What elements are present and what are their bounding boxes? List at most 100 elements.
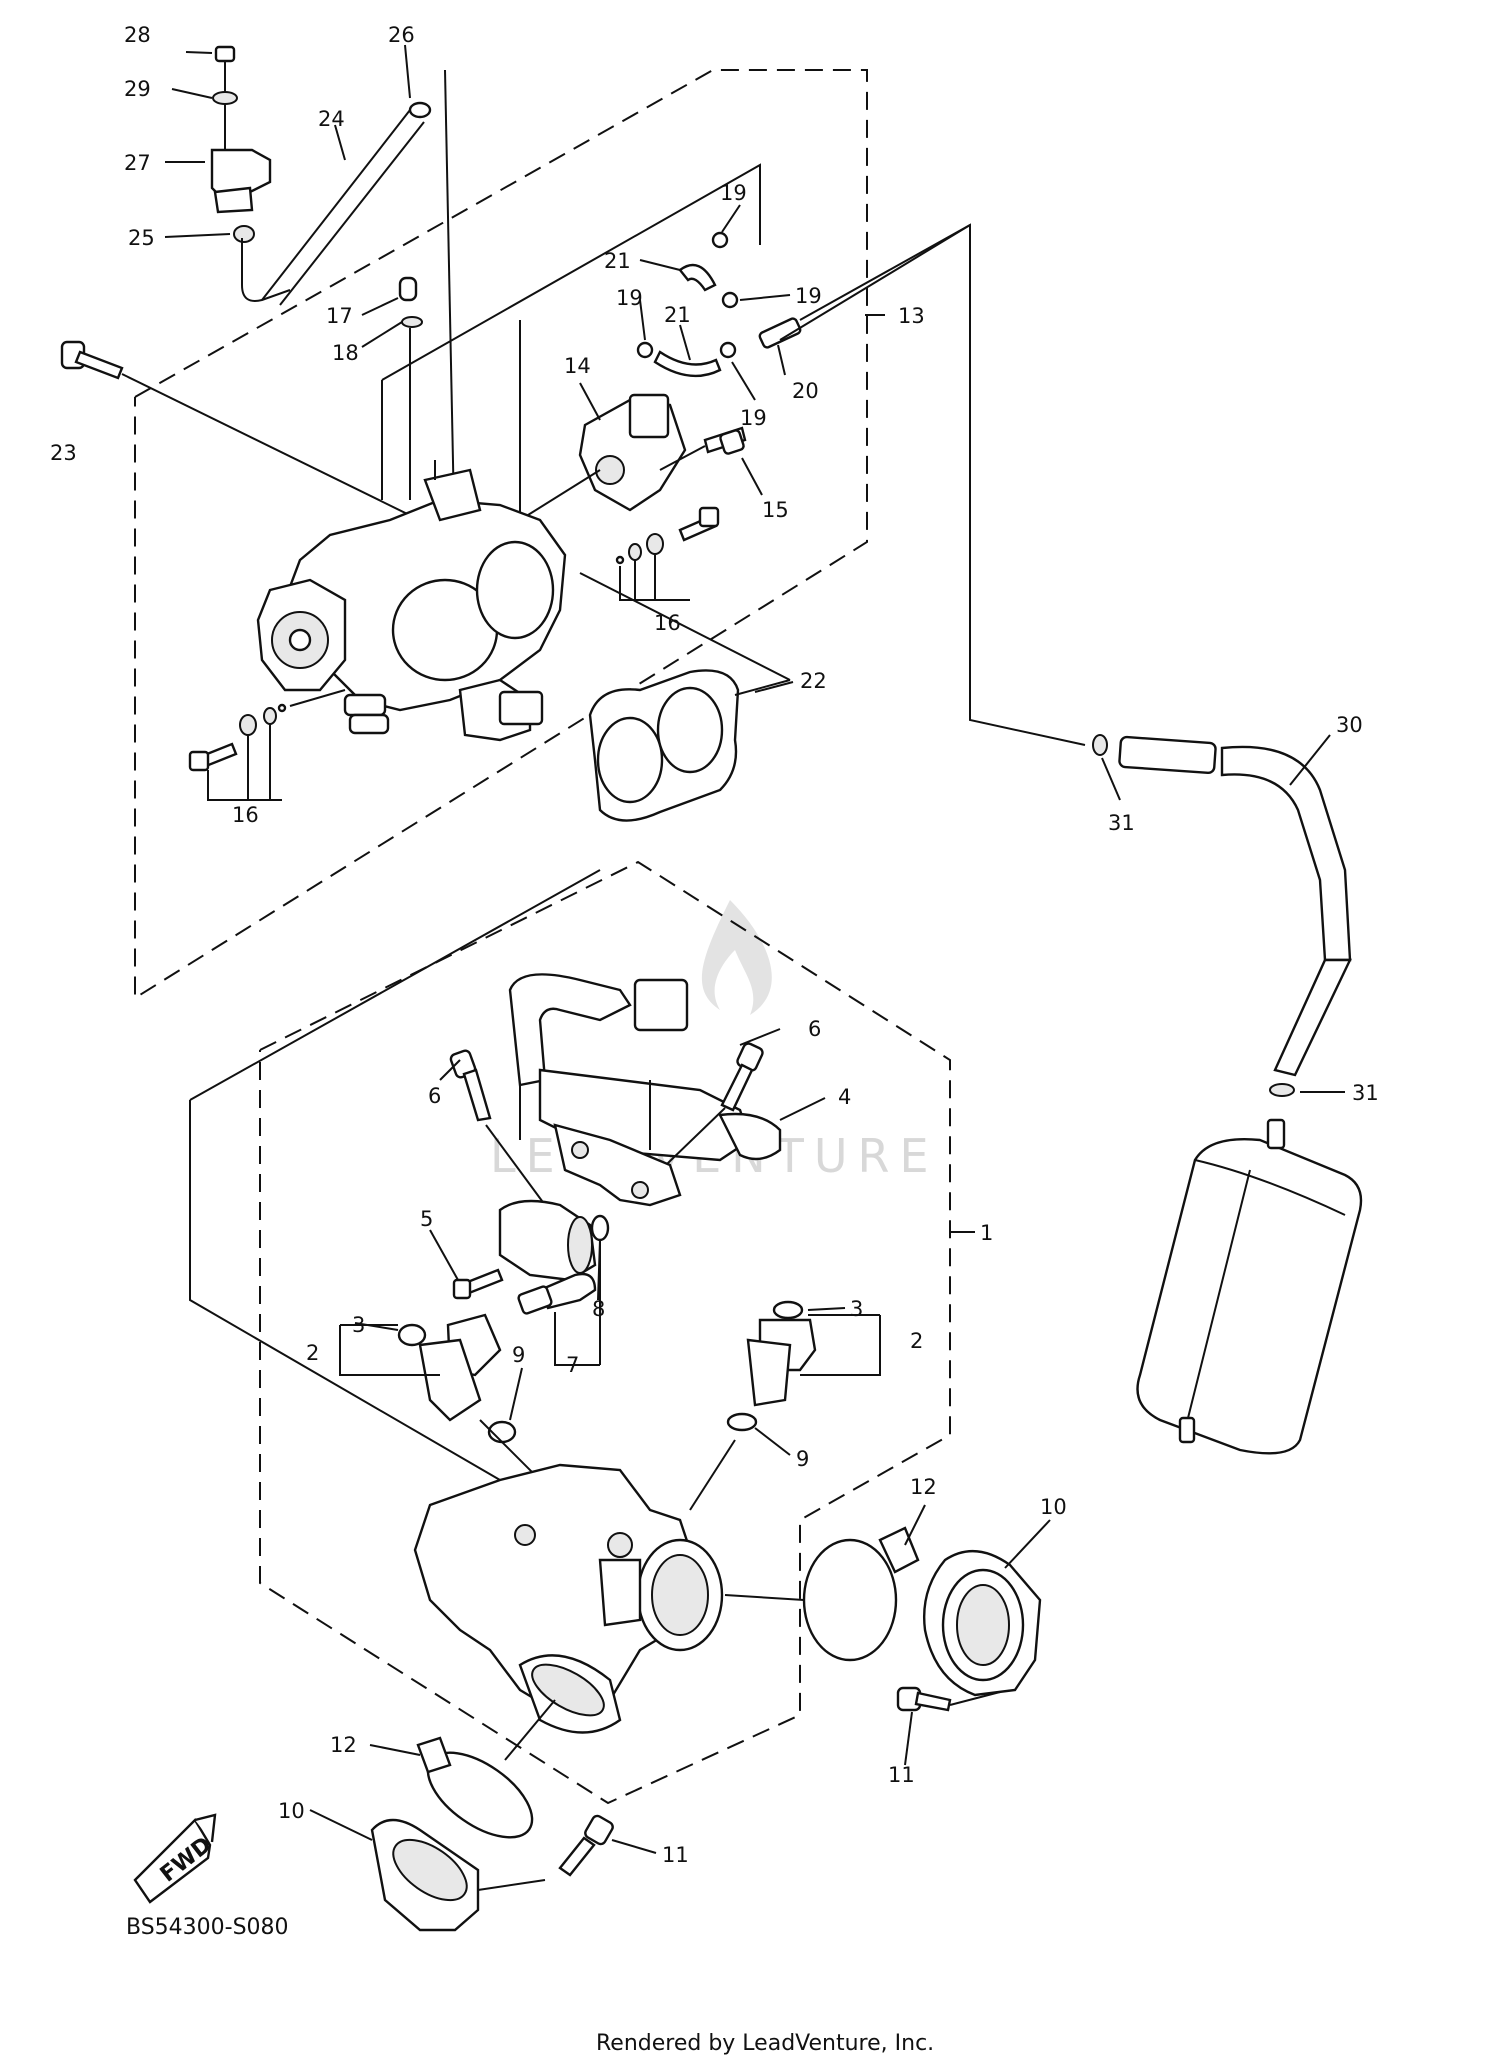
callout-3-b: 3	[850, 1297, 863, 1321]
callout-16-b: 16	[232, 803, 259, 827]
part-19-clip-b	[721, 291, 739, 309]
part-21-hose-upper	[678, 263, 717, 292]
throttle-body	[256, 460, 567, 742]
part-27-sensor-base	[213, 186, 254, 214]
part-23-bolt	[60, 340, 441, 531]
part-31-clip-upper	[1092, 734, 1108, 756]
part-22-gasket	[579, 572, 791, 822]
callout-17: 17	[326, 304, 353, 328]
watermark-flame-icon	[701, 900, 772, 1015]
callout-20: 20	[792, 379, 819, 403]
callout-24: 24	[318, 107, 345, 131]
throttle-bore-right	[475, 540, 555, 640]
manifold-outer-line	[189, 869, 601, 1101]
part-21-hose-lower	[653, 350, 722, 378]
part-18-clip	[401, 316, 423, 328]
callout-1: 1	[980, 1221, 993, 1245]
part-29-washer	[212, 91, 238, 105]
callout-27: 27	[124, 151, 151, 175]
callout-16-a: 16	[654, 611, 681, 635]
callout-18: 18	[332, 341, 359, 365]
callout-19-b: 19	[795, 284, 822, 308]
part-31-clip-lower	[1269, 1083, 1295, 1097]
part-5-screw	[452, 1268, 504, 1300]
callout-2-a: 2	[306, 1341, 319, 1365]
callout-11-a: 11	[888, 1763, 915, 1787]
part-20-fitting	[758, 224, 971, 349]
rail-mount-bracket	[553, 1123, 682, 1207]
callout-12-b: 12	[330, 1733, 357, 1757]
callout-11-b: 11	[662, 1843, 689, 1867]
part-11-bolt-right	[896, 1686, 1001, 1712]
callout-12-a: 12	[910, 1475, 937, 1499]
part-11-bolt-lower	[558, 1814, 614, 1877]
part-30-breather-hose	[1092, 734, 1352, 1097]
callout-26: 26	[388, 23, 415, 47]
hose-group-bracket-top	[381, 163, 761, 381]
fwd-arrow-icon: FWD	[133, 1813, 217, 1904]
callout-13: 13	[898, 304, 925, 328]
part-12-clamp-lower	[416, 1699, 556, 1839]
part-16-set-lower	[188, 689, 346, 801]
part-27-sensor	[210, 148, 272, 200]
part-16-set-upper	[615, 506, 720, 601]
callout-21-a: 21	[604, 249, 631, 273]
part-1-intake-manifold	[413, 1463, 724, 1734]
callout-21-b: 21	[664, 303, 691, 327]
part-17-cap	[398, 276, 418, 302]
callout-3-a: 3	[352, 1313, 365, 1337]
part-15-screw	[659, 426, 747, 471]
rendered-by-credit: Rendered by LeadVenture, Inc.	[596, 2031, 934, 2056]
part-24-hose	[261, 69, 456, 561]
callout-29: 29	[124, 77, 151, 101]
diagram-code: BS54300-S080	[126, 1915, 289, 1940]
idle-connector	[498, 690, 544, 726]
injector-right	[689, 1300, 817, 1511]
callout-7: 7	[566, 1353, 579, 1377]
part-3-oring-right	[772, 1300, 804, 1320]
canister	[1136, 1118, 1363, 1455]
fuel-rail-connector	[633, 978, 689, 1032]
callout-19-d: 19	[740, 406, 767, 430]
part-25-clamp	[233, 225, 255, 243]
callout-30: 30	[1336, 713, 1363, 737]
part-2-bracket-left	[339, 1325, 440, 1376]
callout-6-b: 6	[808, 1017, 821, 1041]
pressure-regulator	[498, 1199, 610, 1366]
callout-labels: 28 26 29 24 27 25 19 21 19 17 19 21 13 1…	[50, 23, 1379, 1867]
manifold-outer-line-left	[189, 1100, 501, 1481]
part-14-throttle-sensor	[519, 393, 687, 521]
callout-5: 5	[420, 1207, 433, 1231]
callout-28: 28	[124, 23, 151, 47]
part-2-bracket-right	[800, 1315, 881, 1376]
part-12-clamp-right	[724, 1526, 920, 1662]
callout-2-b: 2	[910, 1329, 923, 1353]
callout-14: 14	[564, 354, 591, 378]
part-3-oring-left	[397, 1323, 427, 1347]
part-19-clip-a	[711, 231, 729, 249]
throttle-group-dashed-box	[134, 69, 868, 1000]
callout-25: 25	[128, 226, 155, 250]
callout-10-b: 10	[278, 1799, 305, 1823]
leader-lines	[164, 44, 1345, 1854]
part-8-oring	[590, 1214, 610, 1242]
sensor-stack	[210, 45, 291, 302]
callout-22: 22	[800, 669, 827, 693]
callout-8: 8	[592, 1297, 605, 1321]
callout-31-b: 31	[1352, 1081, 1379, 1105]
callout-9-b: 9	[796, 1447, 809, 1471]
callout-9-a: 9	[512, 1343, 525, 1367]
manifold-group-dashed-box	[259, 860, 951, 1805]
part-13-bracket	[779, 223, 1086, 746]
sensor-hose	[241, 238, 291, 302]
callout-19-c: 19	[616, 286, 643, 310]
part-10-boot-lower	[370, 1818, 546, 1932]
part-19-clip-c	[636, 341, 654, 359]
part-10-boot-right	[923, 1549, 1042, 1697]
callout-15: 15	[762, 498, 789, 522]
callout-4: 4	[838, 1085, 851, 1109]
callout-19-a: 19	[720, 181, 747, 205]
callout-31-a: 31	[1108, 811, 1135, 835]
callout-6-a: 6	[428, 1084, 441, 1108]
